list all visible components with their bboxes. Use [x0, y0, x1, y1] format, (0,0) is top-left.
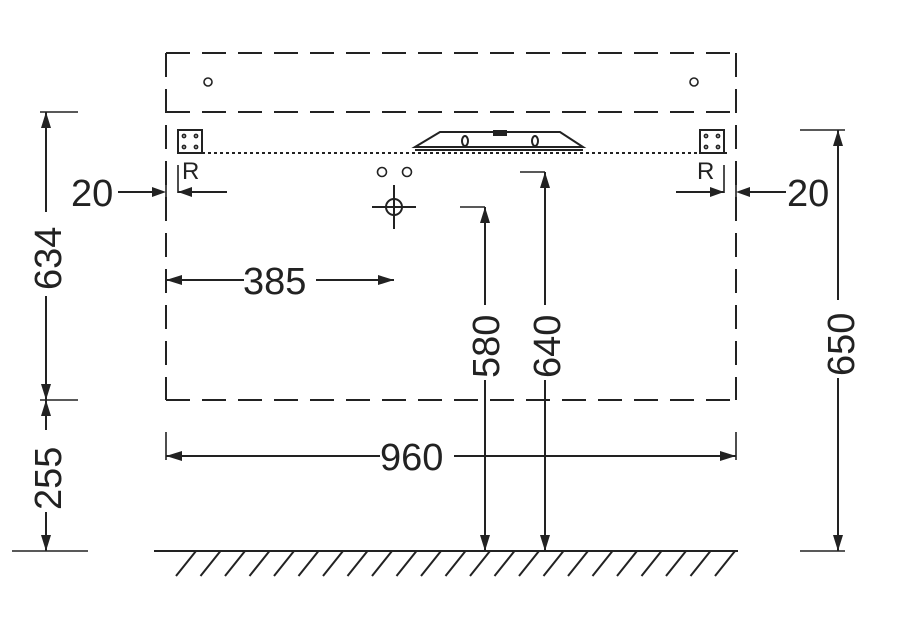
- dim-tap-offset-label: 385: [243, 261, 306, 303]
- hatch-line: [591, 550, 614, 577]
- hatch-line: [322, 550, 344, 577]
- dimension-upper-height: [40, 111, 78, 401]
- hatch-line: [493, 550, 516, 577]
- dimension-cabinet-width: [165, 432, 737, 461]
- hatch-line: [469, 550, 491, 577]
- hatch-line: [640, 550, 663, 577]
- dim-lower-height-label: 255: [28, 447, 70, 510]
- hatch-line: [297, 550, 320, 577]
- spirit-level-icon: [411, 130, 587, 151]
- dim-drain-height-label: 580: [466, 315, 508, 378]
- hatch-line: [567, 550, 589, 577]
- bracket-icon: [177, 129, 203, 193]
- dim-cabinet-width-label: 960: [380, 437, 443, 479]
- left-bracket-mark: R: [182, 158, 199, 185]
- hatch-line: [248, 550, 271, 577]
- hatch-line: [224, 550, 246, 577]
- hatch-line: [616, 550, 638, 577]
- dimension-lower-height: [12, 400, 88, 552]
- hatch-line: [420, 550, 442, 577]
- hatch-line: [395, 550, 418, 577]
- floor-hatch: [154, 550, 738, 577]
- hatch-line: [542, 550, 565, 577]
- mounting-hole-right: [689, 77, 699, 87]
- right-bracket-mark: R: [697, 158, 714, 185]
- hatch-line: [371, 550, 393, 577]
- hatch-line: [518, 550, 540, 577]
- hatch-line: [273, 550, 295, 577]
- dimension-total-height: [800, 129, 845, 552]
- dim-wall-right-label: 20: [787, 173, 829, 215]
- dimension-drain-height: [460, 206, 490, 551]
- tap-hole-right: [401, 166, 413, 178]
- crosshair-drain-icon: [372, 185, 416, 229]
- hatch-line: [346, 550, 369, 577]
- dim-inlet-height-label: 640: [527, 315, 569, 378]
- mounting-hole-left: [203, 77, 213, 87]
- dimension-wall-left: [118, 170, 227, 200]
- tap-hole-left: [376, 166, 388, 178]
- hatch-line: [714, 550, 736, 577]
- hatch-line: [199, 550, 222, 577]
- dimension-wall-right: [676, 170, 786, 200]
- hatch-line: [689, 550, 712, 577]
- bracket-icon: [699, 129, 725, 193]
- hatch-line: [444, 550, 467, 577]
- hatch-line: [175, 550, 197, 577]
- cabinet-outline: [165, 52, 737, 401]
- dimension-tap-offset: [166, 275, 394, 285]
- dim-total-height-label: 650: [821, 313, 863, 376]
- hatch-line: [665, 550, 687, 577]
- dimension-inlet-height: [520, 171, 550, 551]
- dim-wall-left-label: 20: [71, 173, 113, 215]
- dim-upper-height-label: 634: [28, 227, 70, 290]
